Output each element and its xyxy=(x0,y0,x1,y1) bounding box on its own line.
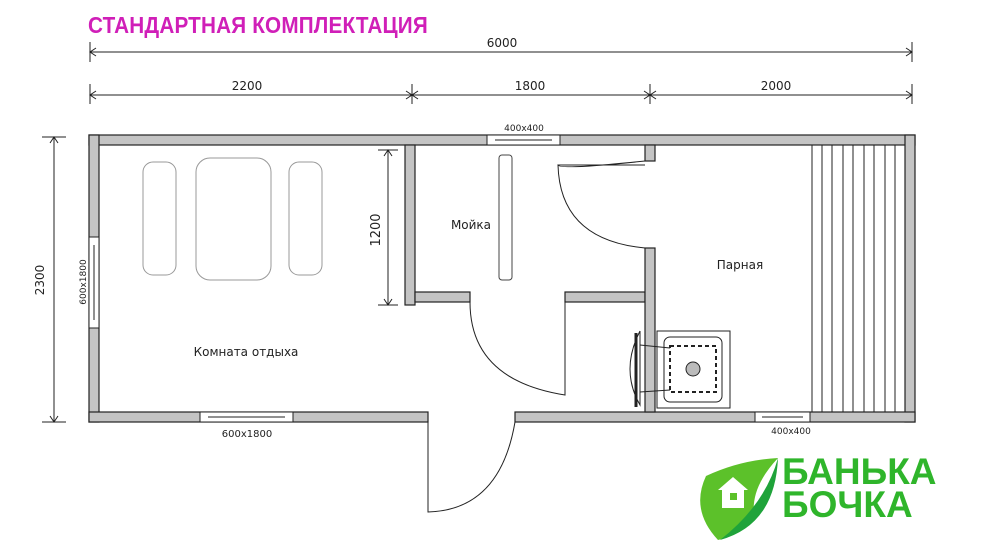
doors xyxy=(427,160,646,513)
room-label-wash: Мойка xyxy=(451,218,491,232)
stove-icon xyxy=(629,330,731,409)
logo-line-2: БОЧКА xyxy=(782,484,913,525)
wash-bench xyxy=(498,154,513,281)
window-bottom-right-size: 400x400 xyxy=(771,427,811,437)
windows xyxy=(88,134,811,423)
window-top-size: 400x400 xyxy=(504,124,544,134)
room-label-rest: Комната отдыха xyxy=(194,345,299,359)
dim-section-2: 1800 xyxy=(515,79,546,93)
window-left-size: 600x1800 xyxy=(79,259,89,305)
dim-partition: 1200 xyxy=(369,213,384,246)
dim-total-length: 6000 xyxy=(487,36,518,50)
room-label-steam: Парная xyxy=(717,258,763,272)
house-icon xyxy=(718,477,748,508)
dimension-lines xyxy=(42,42,913,423)
dim-section-1: 2200 xyxy=(232,79,263,93)
logo-line-1: БАНЬКА xyxy=(782,451,937,492)
dim-section-3: 2000 xyxy=(761,79,792,93)
sauna-bench xyxy=(811,144,906,413)
logo: БАНЬКА БОЧКА xyxy=(700,451,937,540)
furniture xyxy=(142,157,323,281)
dim-height: 2300 xyxy=(33,265,47,296)
window-bottom-left-size: 600x1800 xyxy=(222,429,272,440)
plan-title: СТАНДАРТНАЯ КОМПЛЕКТАЦИЯ xyxy=(88,12,428,38)
